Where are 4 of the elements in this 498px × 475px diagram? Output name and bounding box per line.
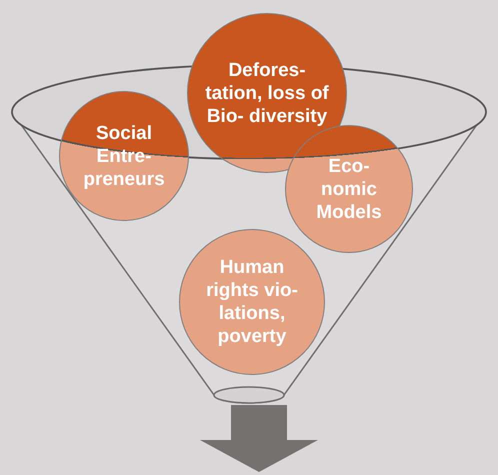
circle-label: Human rights vio- lations, poverty	[205, 256, 299, 348]
circle-label: Social Entre- preneurs	[82, 122, 166, 190]
circle-label: Eco- nomic Models	[315, 154, 383, 224]
circle-label: Defores- tation, loss of Bio- diversity	[204, 58, 330, 128]
